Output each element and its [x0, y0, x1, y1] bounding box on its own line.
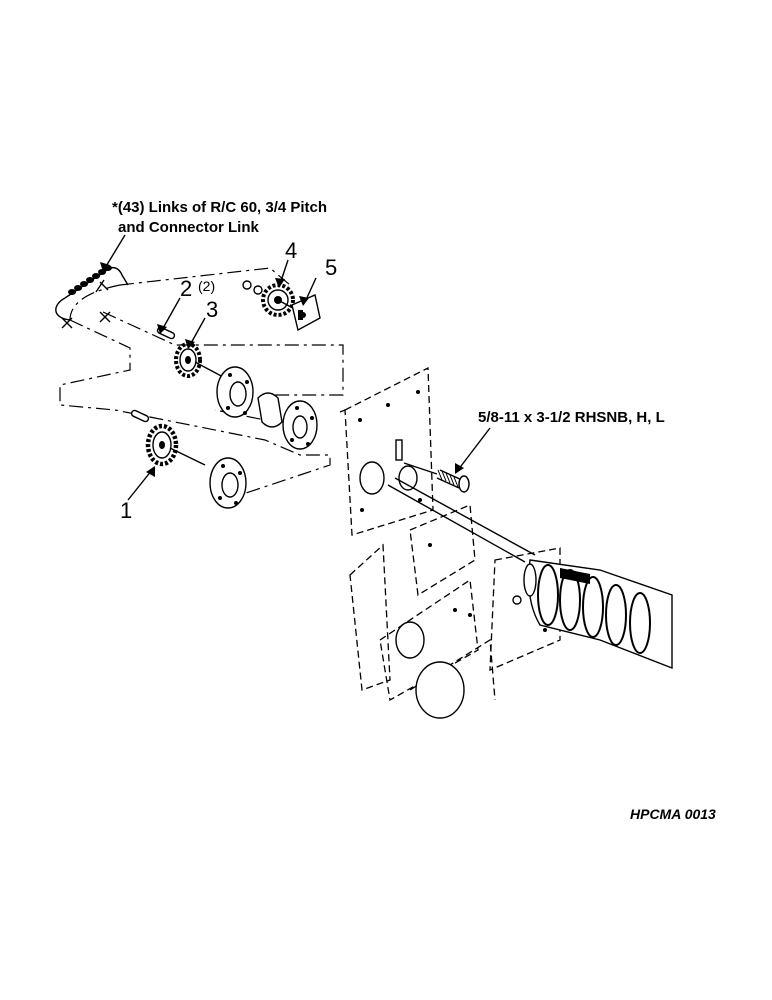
roller	[523, 559, 673, 670]
item-number-4: 4	[285, 238, 298, 263]
sprocket-item-1	[145, 423, 206, 467]
item-number-3: 3	[206, 297, 219, 322]
leader-arrows	[100, 234, 491, 501]
chain-note: *(43) Links of R/C 60, 3/4 Pitch and Con…	[112, 198, 327, 238]
drive-shaft	[387, 477, 536, 563]
item-number-5: 5	[325, 255, 338, 280]
upper-flange-bearing	[216, 366, 318, 450]
item-number-2: 2	[180, 276, 193, 301]
roller-chain-segment	[55, 265, 129, 329]
carriage-bolt	[403, 462, 470, 493]
chain-note-line2: and Connector Link	[118, 219, 259, 236]
sprocket-item-4	[242, 280, 301, 317]
lower-flange-bearing	[209, 457, 247, 509]
baler-frame	[349, 504, 561, 719]
bolt-note: 5/8-11 x 3-1/2 RHSNB, H, L	[478, 409, 665, 426]
item-2-quantity: (2)	[198, 278, 216, 294]
key-item-2	[130, 326, 176, 423]
sprocket-item-3	[174, 342, 226, 379]
item-number-1: 1	[120, 498, 133, 523]
mounting-plate	[339, 366, 434, 536]
figure-code: HPCMA 0013	[630, 806, 716, 822]
chain-note-line1: *(43) Links of R/C 60, 3/4 Pitch	[112, 199, 328, 216]
